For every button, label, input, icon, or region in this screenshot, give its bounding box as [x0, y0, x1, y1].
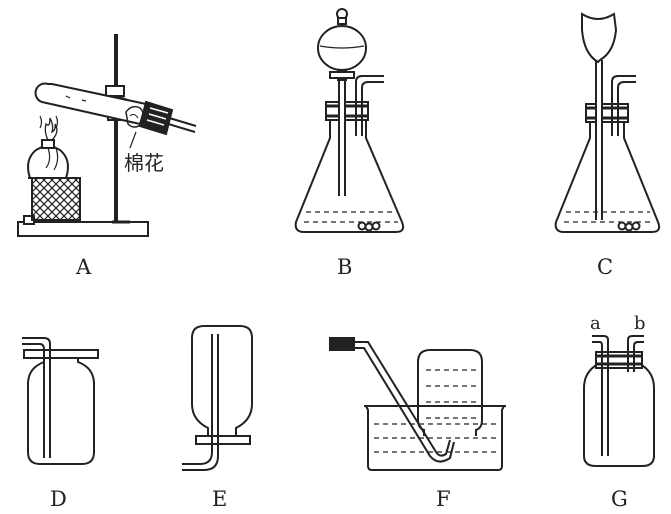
stopper [138, 100, 174, 136]
glass-plate-e [195, 435, 251, 445]
label-a: A [75, 255, 92, 279]
tube-e [182, 334, 219, 471]
test-tube [34, 82, 148, 126]
water-trough [364, 405, 506, 471]
label-g: G [611, 487, 628, 511]
tube-d [22, 337, 51, 458]
apparatus-a [17, 34, 197, 237]
port-a-label: a [590, 313, 601, 334]
long-neck-funnel [581, 12, 618, 220]
alcohol-lamp [27, 115, 69, 179]
gas-jar-e [191, 325, 253, 436]
delivery-tube-f [329, 337, 455, 463]
wire-gauze-block [31, 177, 81, 221]
apparatus-e [182, 325, 253, 471]
delivery-tube-c [611, 75, 636, 136]
glass-plate-d [23, 349, 99, 359]
tube-a [592, 335, 609, 456]
delivery-tube-b [355, 75, 384, 136]
inverted-jar-f [417, 349, 483, 436]
apparatus-f [329, 337, 506, 471]
label-e: E [212, 487, 227, 511]
delivery-tube [164, 116, 197, 133]
gas-jar-d [27, 352, 95, 465]
port-b-label: b [634, 313, 646, 334]
label-b: B [337, 255, 352, 279]
label-c: C [597, 255, 613, 279]
label-f: F [436, 487, 451, 511]
stopper-c [585, 102, 629, 126]
label-d: D [50, 487, 67, 511]
conical-flask-b [294, 120, 405, 233]
separatory-funnel [317, 8, 367, 196]
apparatus-g [583, 335, 655, 467]
apparatus-d [22, 337, 99, 465]
conical-flask-c [554, 122, 661, 233]
apparatus-b [294, 8, 405, 233]
cotton-label: 棉花 [124, 151, 164, 175]
apparatus-c [554, 12, 661, 233]
bottle-g [583, 363, 655, 467]
tube-b [627, 335, 644, 372]
